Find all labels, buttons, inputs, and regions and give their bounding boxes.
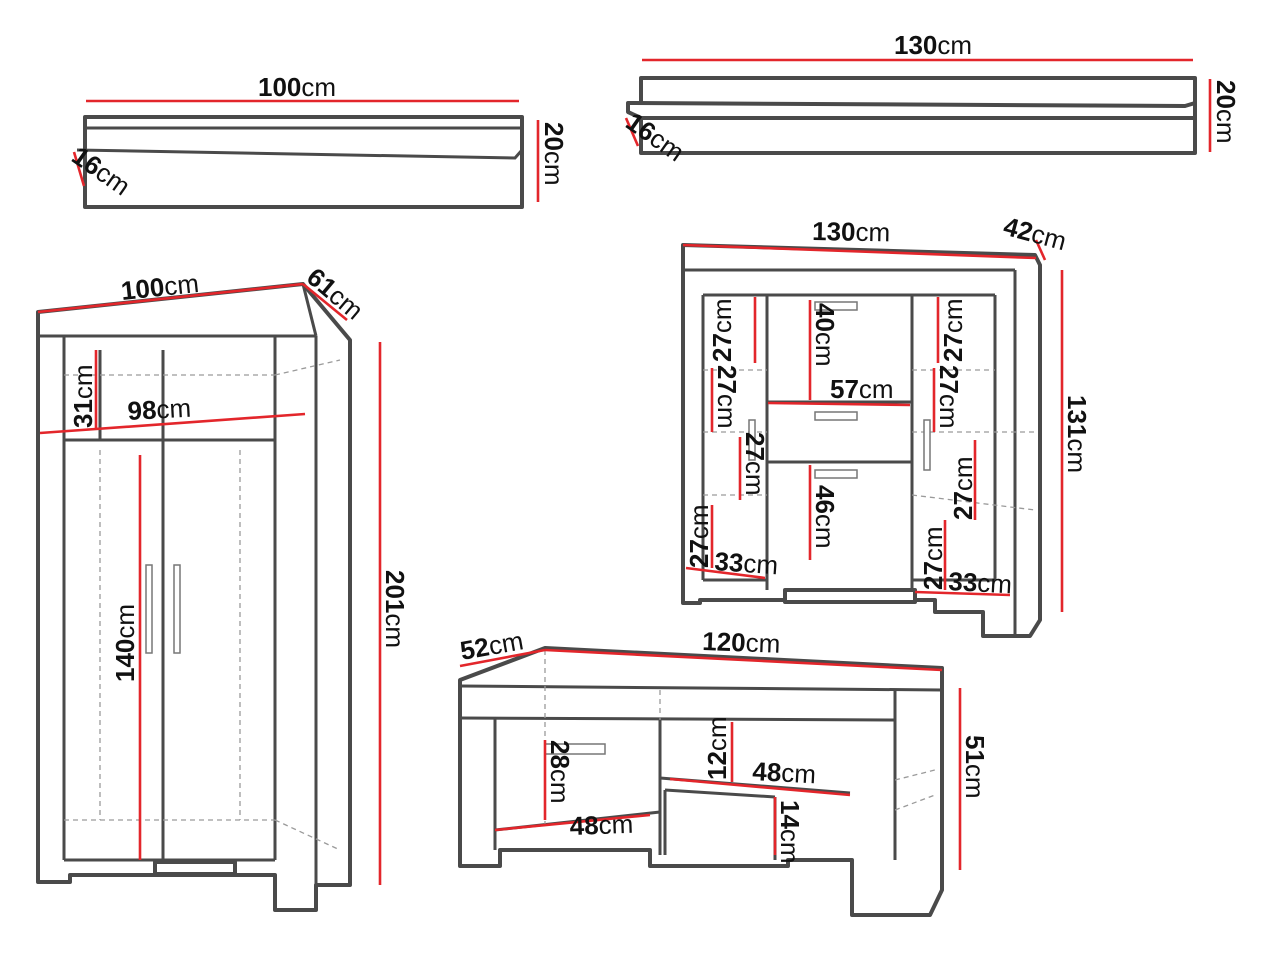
display-cabinet: 130cm 42cm 131cm 27cm 27cm 27cm 27cm 33c…	[681, 211, 1092, 638]
shelf-large-depth-line	[624, 117, 640, 147]
wardrobe-inner-width-label: 98cm	[127, 393, 192, 426]
wardrobe-left-handle	[145, 564, 153, 654]
wardrobe-door-height-label: 140cm	[110, 604, 140, 682]
cabinet-right-shelf-3-label: 27cm	[948, 456, 978, 520]
tv-depth-label: 52cm	[458, 625, 526, 666]
cabinet-left-shelf-4-label: 27cm	[684, 504, 714, 568]
shelf-small-height-label: 20cm	[539, 122, 569, 186]
tv-stand: 52cm 120cm 51cm 28cm 48cm 12cm 48cm 14cm	[458, 625, 990, 917]
shelf-large-height-label: 20cm	[1211, 80, 1241, 144]
shelf-large-width-label: 130cm	[894, 30, 972, 60]
tv-left-width-label: 48cm	[569, 809, 634, 841]
shelf-small-body	[83, 115, 524, 209]
cabinet-height-label: 131cm	[1062, 395, 1092, 473]
wardrobe-top-compartment-label: 31cm	[68, 364, 98, 428]
cabinet-right-shelf-1-label: 27cm	[938, 298, 968, 362]
wardrobe-height-label: 201cm	[380, 570, 410, 648]
tv-drawer-height-label: 14cm	[775, 800, 805, 864]
shelf-small: 100cm 20cm 16cm	[67, 72, 569, 209]
wardrobe: 100cm 61cm 31cm 98cm 140cm 201cm	[36, 262, 410, 912]
wardrobe-width-label: 100cm	[119, 268, 200, 306]
tv-width-label: 120cm	[702, 626, 781, 659]
cabinet-left-shelf-2-label: 27cm	[712, 365, 742, 429]
cabinet-center-width-label: 57cm	[830, 374, 894, 404]
cabinet-right-shelf-2-label: 27cm	[934, 365, 964, 429]
tv-height-label: 51cm	[960, 735, 990, 799]
shelf-large: 130cm 20cm 16cm	[621, 30, 1241, 167]
shelf-small-depth-line	[72, 151, 86, 187]
cabinet-right-shelf-width-label: 33cm	[948, 566, 1013, 599]
display-cabinet-body	[681, 243, 1042, 638]
cabinet-depth-label: 42cm	[1000, 211, 1069, 256]
tv-shelf-width-label: 48cm	[752, 756, 817, 789]
cabinet-left-shelf-1-label: 27cm	[707, 298, 737, 362]
cabinet-right-shelf-4-label: 27cm	[918, 526, 948, 590]
cabinet-left-shelf-width-label: 33cm	[714, 546, 780, 580]
wardrobe-right-handle	[173, 564, 181, 654]
shelf-small-width-label: 100cm	[258, 72, 336, 102]
tv-left-height-label: 28cm	[545, 740, 575, 804]
tv-shelf-height-label: 12cm	[702, 716, 732, 780]
cabinet-width-label: 130cm	[812, 216, 891, 247]
cabinet-left-shelf-3-label: 27cm	[740, 432, 770, 496]
cabinet-center-bottom-label: 46cm	[810, 485, 840, 549]
cabinet-center-top-label: 40cm	[810, 303, 840, 367]
